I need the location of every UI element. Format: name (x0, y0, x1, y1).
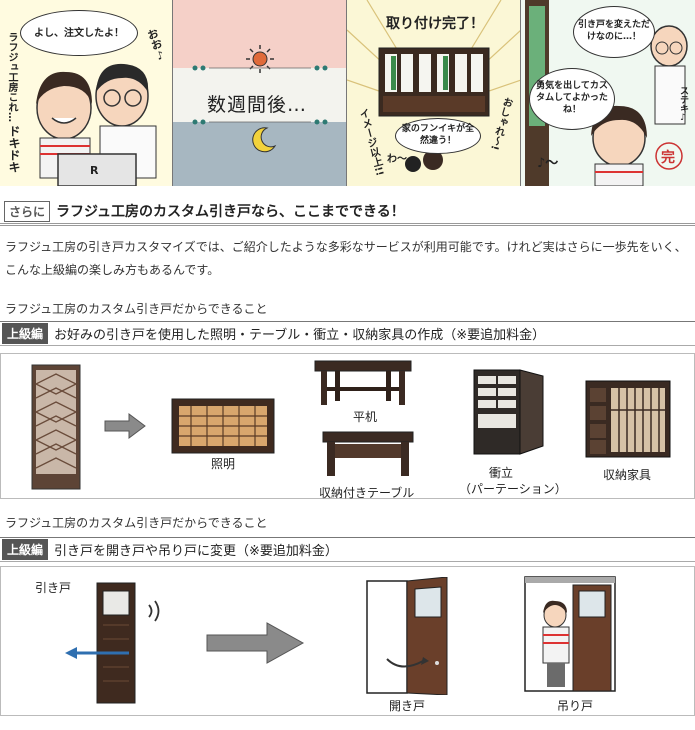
comic-sfx: ドキドキ (7, 125, 21, 173)
comic-exclaim: ステキ♪ (678, 86, 688, 123)
section-heading: さらに ラフジュ工房のカスタム引き戸なら、ここまでできる！ (0, 199, 695, 226)
hinged-door-diagram (366, 577, 448, 695)
arrow-right-icon (104, 413, 146, 439)
caption-hinged-door: 開き戸 (389, 699, 426, 713)
desk-image (314, 360, 412, 405)
section1-title: お好みの引き戸を使用した照明・テーブル・衝立・収納家具の作成（※要追加料金） (54, 328, 546, 343)
caption-partition-sub: （パーテーション） (459, 482, 567, 496)
caption-lighting: 照明 (211, 457, 236, 471)
section1-level-bar: 上級編 お好みの引き戸を使用した照明・テーブル・衝立・収納家具の作成（※要追加料… (0, 321, 695, 346)
comic-panel-3: 取り付け完了！ 家のフンイキが全然違う！ イメージ以上!! おしゃれ〜! わ〜 (347, 0, 521, 186)
section2-level-bar: 上級編 引き戸を開き戸や吊り戸に変更（※要追加料金） (0, 537, 695, 562)
heading-tag: さらに (4, 200, 51, 222)
caption-cabinet: 収納家具 (603, 468, 652, 482)
hanging-door-diagram (524, 576, 616, 692)
speech-bubble: 勇気を出してカスタムしてよかったね！ (529, 68, 615, 130)
comic-panel-2: 数週間後… (173, 0, 347, 186)
manga-strip: よし、注文したよ！ おお♪ ラフジュ工房これ… ドキドキ R (0, 0, 695, 186)
speech-bubble: よし、注文したよ！ (20, 10, 138, 56)
installed-door-illustration (347, 0, 520, 172)
music-note: ♪〜 (537, 156, 559, 171)
section2-subline: ラフジュ工房のカスタム引き戸だからできること (5, 516, 268, 530)
partition-image (473, 369, 544, 455)
moon-icon (252, 127, 277, 153)
caption-storage-table: 収納付きテーブル (319, 486, 415, 500)
storage-table-image (322, 431, 414, 476)
speech-bubble: 引き戸を変えただけなのに…！ (573, 6, 655, 58)
level-tag: 上級編 (2, 323, 49, 344)
arrow-right-icon (206, 622, 305, 664)
section2-title: 引き戸を開き戸や吊り戸に変更（※要追加料金） (54, 544, 338, 559)
speech-bubble: 家のフンイキが全然違う！ (395, 118, 481, 154)
done-stamp: 完 (661, 150, 675, 166)
sliding-door-diagram (65, 582, 160, 704)
furniture-showcase: 照明 平机 収納付きテーブル 衝立 （パーテーション） 収納家具 (0, 353, 695, 500)
comic-panel-4: 引き戸を変えただけなのに…！ 勇気を出してカスタムしてよかったね！ ステキ♪ 完… (521, 0, 695, 186)
sun-icon (246, 45, 274, 73)
door-conversion-showcase: 引き戸 開き戸 吊り戸 (0, 566, 695, 716)
comic-panel-1: よし、注文したよ！ おお♪ ラフジュ工房これ… ドキドキ R (0, 0, 173, 186)
lighting-image (171, 398, 275, 454)
level-tag: 上級編 (2, 539, 49, 560)
comic-sfx: わ〜 (387, 154, 407, 165)
laptop-logo: R (90, 164, 99, 177)
intro-paragraph: ラフジュ工房の引き戸カスタマイズでは、ご紹介したような多彩なサービスが利用可能で… (5, 240, 687, 277)
caption-sliding-door: 引き戸 (35, 581, 72, 595)
banner-done: 取り付け完了！ (386, 15, 484, 32)
cabinet-image (585, 380, 671, 458)
sliding-door-image (31, 364, 81, 490)
section1-subline: ラフジュ工房のカスタム引き戸だからできること (5, 302, 268, 316)
caption-partition: 衝立 (489, 466, 514, 480)
time-skip-text: 数週間後… (207, 94, 308, 116)
caption-desk: 平机 (353, 410, 378, 424)
couple-illustration (36, 63, 157, 186)
divider-dots (192, 65, 328, 125)
heading-title: ラフジュ工房のカスタム引き戸なら、ここまでできる！ (56, 204, 405, 220)
comic-vertical-text: ラフジュ工房これ… (6, 32, 17, 122)
caption-hanging-door: 吊り戸 (557, 699, 594, 713)
